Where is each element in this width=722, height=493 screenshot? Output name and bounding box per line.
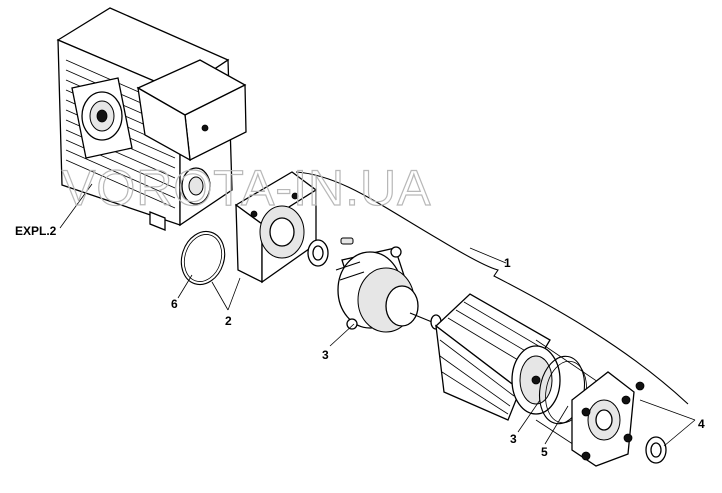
motor-stator <box>434 293 561 421</box>
label-3-brush: 3 <box>322 348 329 362</box>
seal-ring <box>180 230 226 286</box>
gearbox-housing <box>56 7 247 231</box>
armature-brush-holder <box>335 246 442 333</box>
washer-small <box>307 237 354 267</box>
label-expl: EXPL.2 <box>15 224 57 238</box>
label-6: 6 <box>171 297 178 311</box>
label-4: 4 <box>698 417 705 431</box>
leader-lines <box>59 183 696 447</box>
assembly-line <box>295 171 689 405</box>
label-3-lower: 3 <box>510 432 517 446</box>
end-cap <box>571 371 645 467</box>
oil-seal <box>645 436 667 464</box>
label-5: 5 <box>541 445 548 459</box>
flange-frame <box>234 171 318 284</box>
watermark-text: VOROTA-IN.UA <box>62 160 431 216</box>
label-2: 2 <box>225 314 232 328</box>
label-1: 1 <box>504 256 511 270</box>
